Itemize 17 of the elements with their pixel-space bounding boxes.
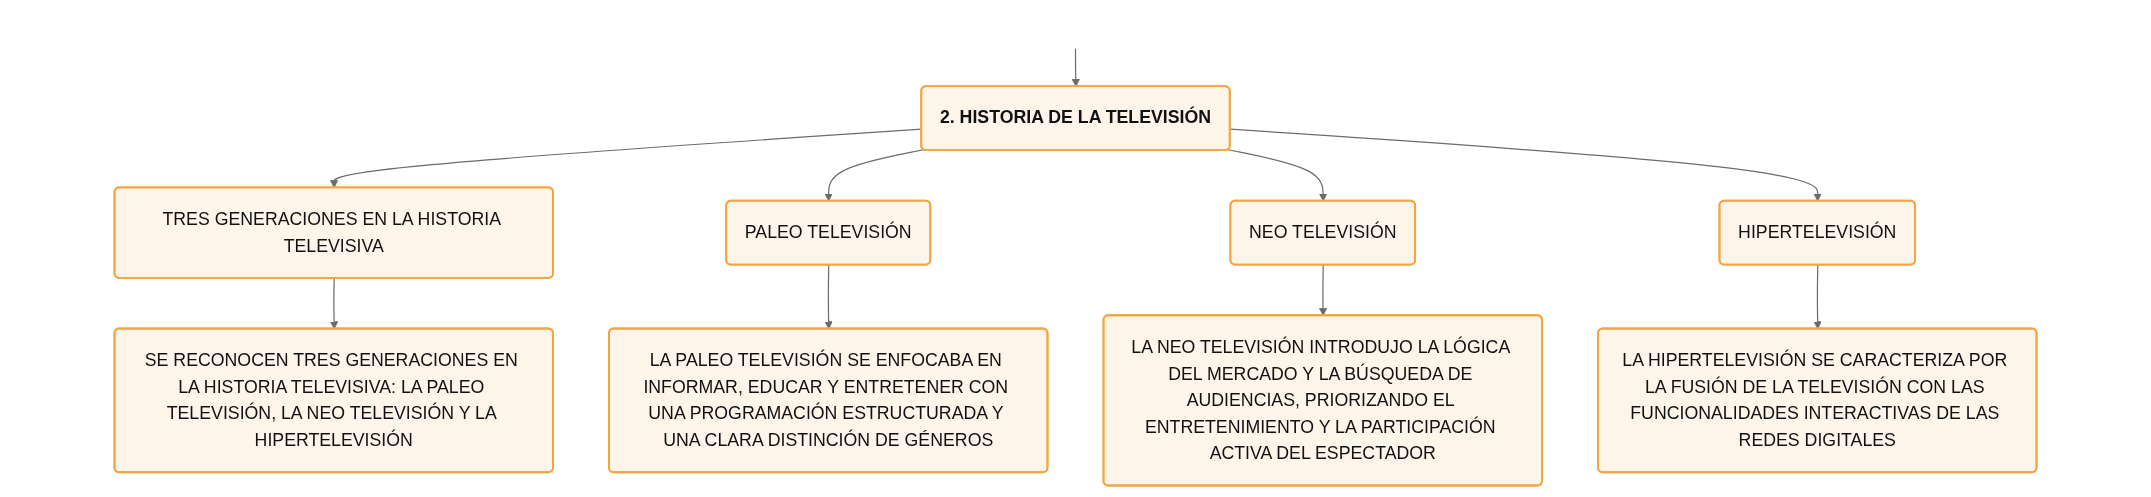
- process-box: LA NEO TELEVISIÓN INTRODUJO LA LÓGICA DEL MERCADO Y LA BÚSQUEDA DE AUDIENCIAS, PRIORIZANDO EL ENTRETENIMIENTO Y LA PARTICIPACIÓN ACTIVA DEL ESPECTADOR: [1102, 314, 1543, 487]
- process-box: NEO TELEVISIÓN: [1229, 199, 1417, 266]
- process-box: LA HIPERTELEVISIÓN SE CARACTERIZA POR LA FUSIÓN DE LA TELEVISIÓN CON LAS FUNCIONALIDADES INTERACTIVAS DE LAS REDES DIGITALES: [1597, 327, 2038, 474]
- process-box: PALEO TELEVISIÓN: [725, 199, 932, 266]
- process-box: 2. HISTORIA DE LA TELEVISIÓN: [920, 85, 1231, 151]
- arrow: [1071, 48, 1080, 87]
- arrow: [330, 277, 339, 330]
- process-box: LA PALEO TELEVISIÓN SE ENFOCABA EN INFORMAR, EDUCAR Y ENTRETENER CON UNA PROGRAMACIÓN ESTRUCTURADA Y UNA CLARA DISTINCIÓN DE GÉNEROS: [608, 327, 1049, 474]
- arrow: [1227, 149, 1328, 202]
- arrow: [1813, 264, 1822, 330]
- process-box: TRES GENERACIONES EN LA HISTORIA TELEVISIVA: [113, 186, 554, 279]
- process-box: HIPERTELEVISIÓN: [1718, 199, 1916, 266]
- arrow: [1318, 264, 1328, 317]
- process-box: SE RECONOCEN TRES GENERACIONES EN LA HISTORIA TELEVISIVA: LA PALEO TELEVISIÓN, LA NEO TELEVISIÓN Y LA HIPERTELEVISIÓN: [113, 327, 554, 474]
- arrow: [1229, 128, 1822, 202]
- arrow: [824, 264, 833, 330]
- arrow: [824, 149, 925, 202]
